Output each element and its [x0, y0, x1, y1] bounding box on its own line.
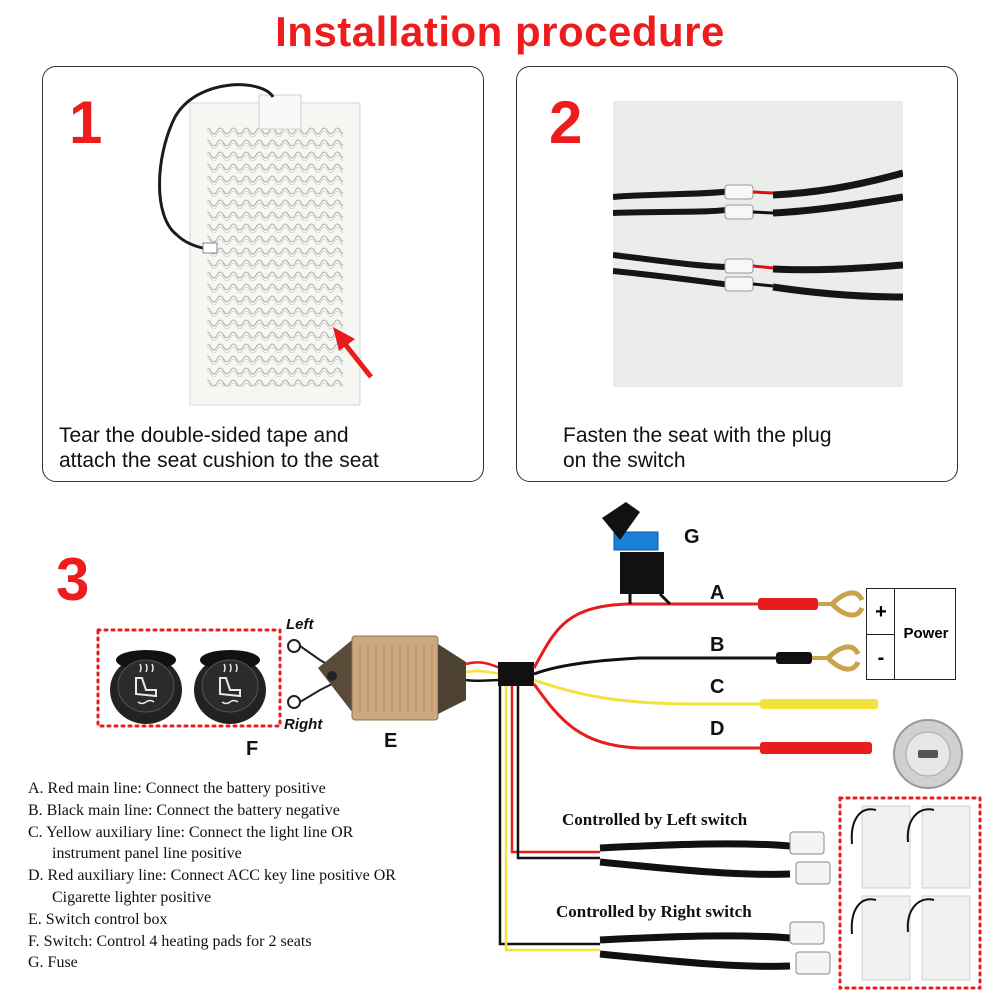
legend-item: E. Switch control box	[28, 910, 168, 928]
line-a-terminal	[758, 598, 818, 610]
step-1-caption: Tear the double-sided tape and attach th…	[59, 423, 379, 473]
step-1-number: 1	[69, 89, 103, 156]
line-c-terminal	[760, 699, 878, 709]
step-1-caption-line-2: attach the seat cushion to the seat	[59, 449, 379, 472]
label-f: F	[246, 738, 259, 760]
left-terminal-icon	[287, 639, 301, 653]
right-harness-icon	[599, 921, 831, 975]
label-d: D	[710, 718, 725, 740]
connector-photo	[612, 101, 904, 387]
label-b: B	[710, 634, 725, 656]
label-a: A	[710, 582, 725, 604]
heating-pads-box	[838, 796, 982, 990]
label-g: G	[684, 526, 700, 548]
legend: A. Red main line: Connect the battery po…	[28, 778, 498, 974]
line-d-terminal	[760, 742, 872, 754]
legend-item: Cigarette lighter positive	[52, 888, 212, 906]
legend-item: C. Yellow auxiliary line: Connect the li…	[28, 823, 354, 841]
right-label: Right	[284, 716, 323, 733]
legend-item: B. Black main line: Connect the battery …	[28, 801, 340, 819]
power-minus: -	[877, 647, 885, 669]
legend-item: F. Switch: Control 4 heating pads for 2 …	[28, 932, 312, 950]
label-e: E	[384, 730, 398, 752]
step-2-number: 2	[549, 89, 583, 156]
left-label: Left	[286, 616, 314, 633]
switch-group-box	[96, 628, 282, 728]
controlled-right-label: Controlled by Right switch	[556, 902, 752, 921]
left-switch-icon	[110, 650, 182, 724]
step-3-number: 3	[56, 546, 90, 613]
step-1-caption-line-1: Tear the double-sided tape and	[59, 424, 349, 447]
step-2-panel: 2 Fasten the seat with the plug on the s…	[516, 66, 958, 482]
right-terminal-icon	[287, 695, 301, 709]
controlled-left-label: Controlled by Left switch	[562, 810, 748, 829]
legend-item: G. Fuse	[28, 954, 78, 972]
switch-control-box-icon	[318, 635, 466, 721]
step-2-caption-line-2: on the switch	[563, 449, 686, 472]
step-1-panel: 1 Tear the double-sided tape and attach …	[42, 66, 484, 482]
heating-pads-icon	[850, 805, 971, 981]
step-2-caption-line-1: Fasten the seat with the plug	[563, 424, 832, 447]
fuse-holder-icon	[602, 502, 672, 606]
left-harness-icon	[599, 831, 831, 885]
legend-item: D. Red auxiliary line: Connect ACC key l…	[28, 867, 396, 885]
heating-pad-photo	[158, 83, 373, 406]
ignition-key-icon	[893, 719, 963, 789]
line-b-terminal	[776, 652, 812, 664]
legend-item: A. Red main line: Connect the battery po…	[28, 780, 326, 797]
step-2-caption: Fasten the seat with the plug on the swi…	[563, 423, 832, 473]
central-connector-icon	[498, 662, 534, 686]
page-title: Installation procedure	[275, 8, 725, 55]
power-box: + - Power	[866, 588, 956, 680]
right-switch-icon	[194, 650, 266, 724]
line-a-fork-icon	[830, 590, 865, 618]
power-plus: +	[867, 589, 895, 635]
line-b-fork-icon	[826, 644, 861, 672]
power-label: Power	[903, 625, 949, 642]
label-c: C	[710, 676, 725, 698]
wiring-diagram	[96, 502, 982, 990]
legend-item: instrument panel line positive	[52, 845, 242, 863]
